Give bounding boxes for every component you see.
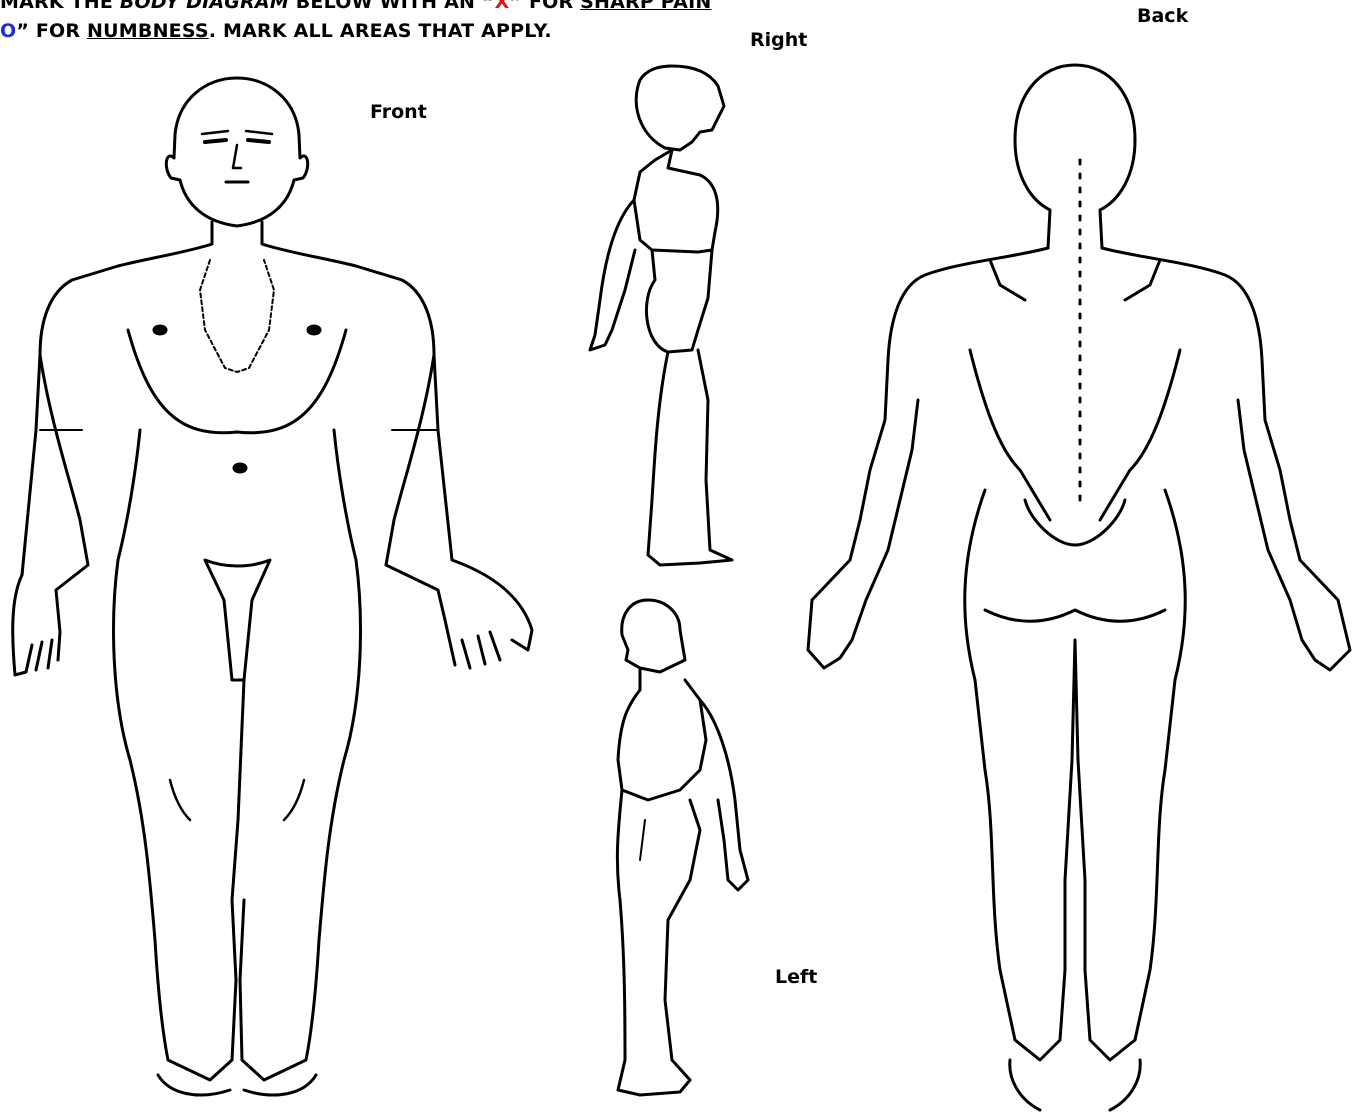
front-right-hand xyxy=(386,560,532,668)
front-left-hand xyxy=(13,565,88,675)
right-side-body-figure[interactable] xyxy=(590,66,732,565)
back-body-figure[interactable] xyxy=(808,65,1350,1110)
front-body-figure[interactable] xyxy=(13,78,532,1095)
front-legs xyxy=(114,560,361,1080)
front-torso xyxy=(22,222,452,575)
back-head xyxy=(1015,65,1135,248)
right-head xyxy=(636,66,724,150)
left-side-body-figure[interactable] xyxy=(617,600,748,1095)
left-head xyxy=(622,600,685,672)
